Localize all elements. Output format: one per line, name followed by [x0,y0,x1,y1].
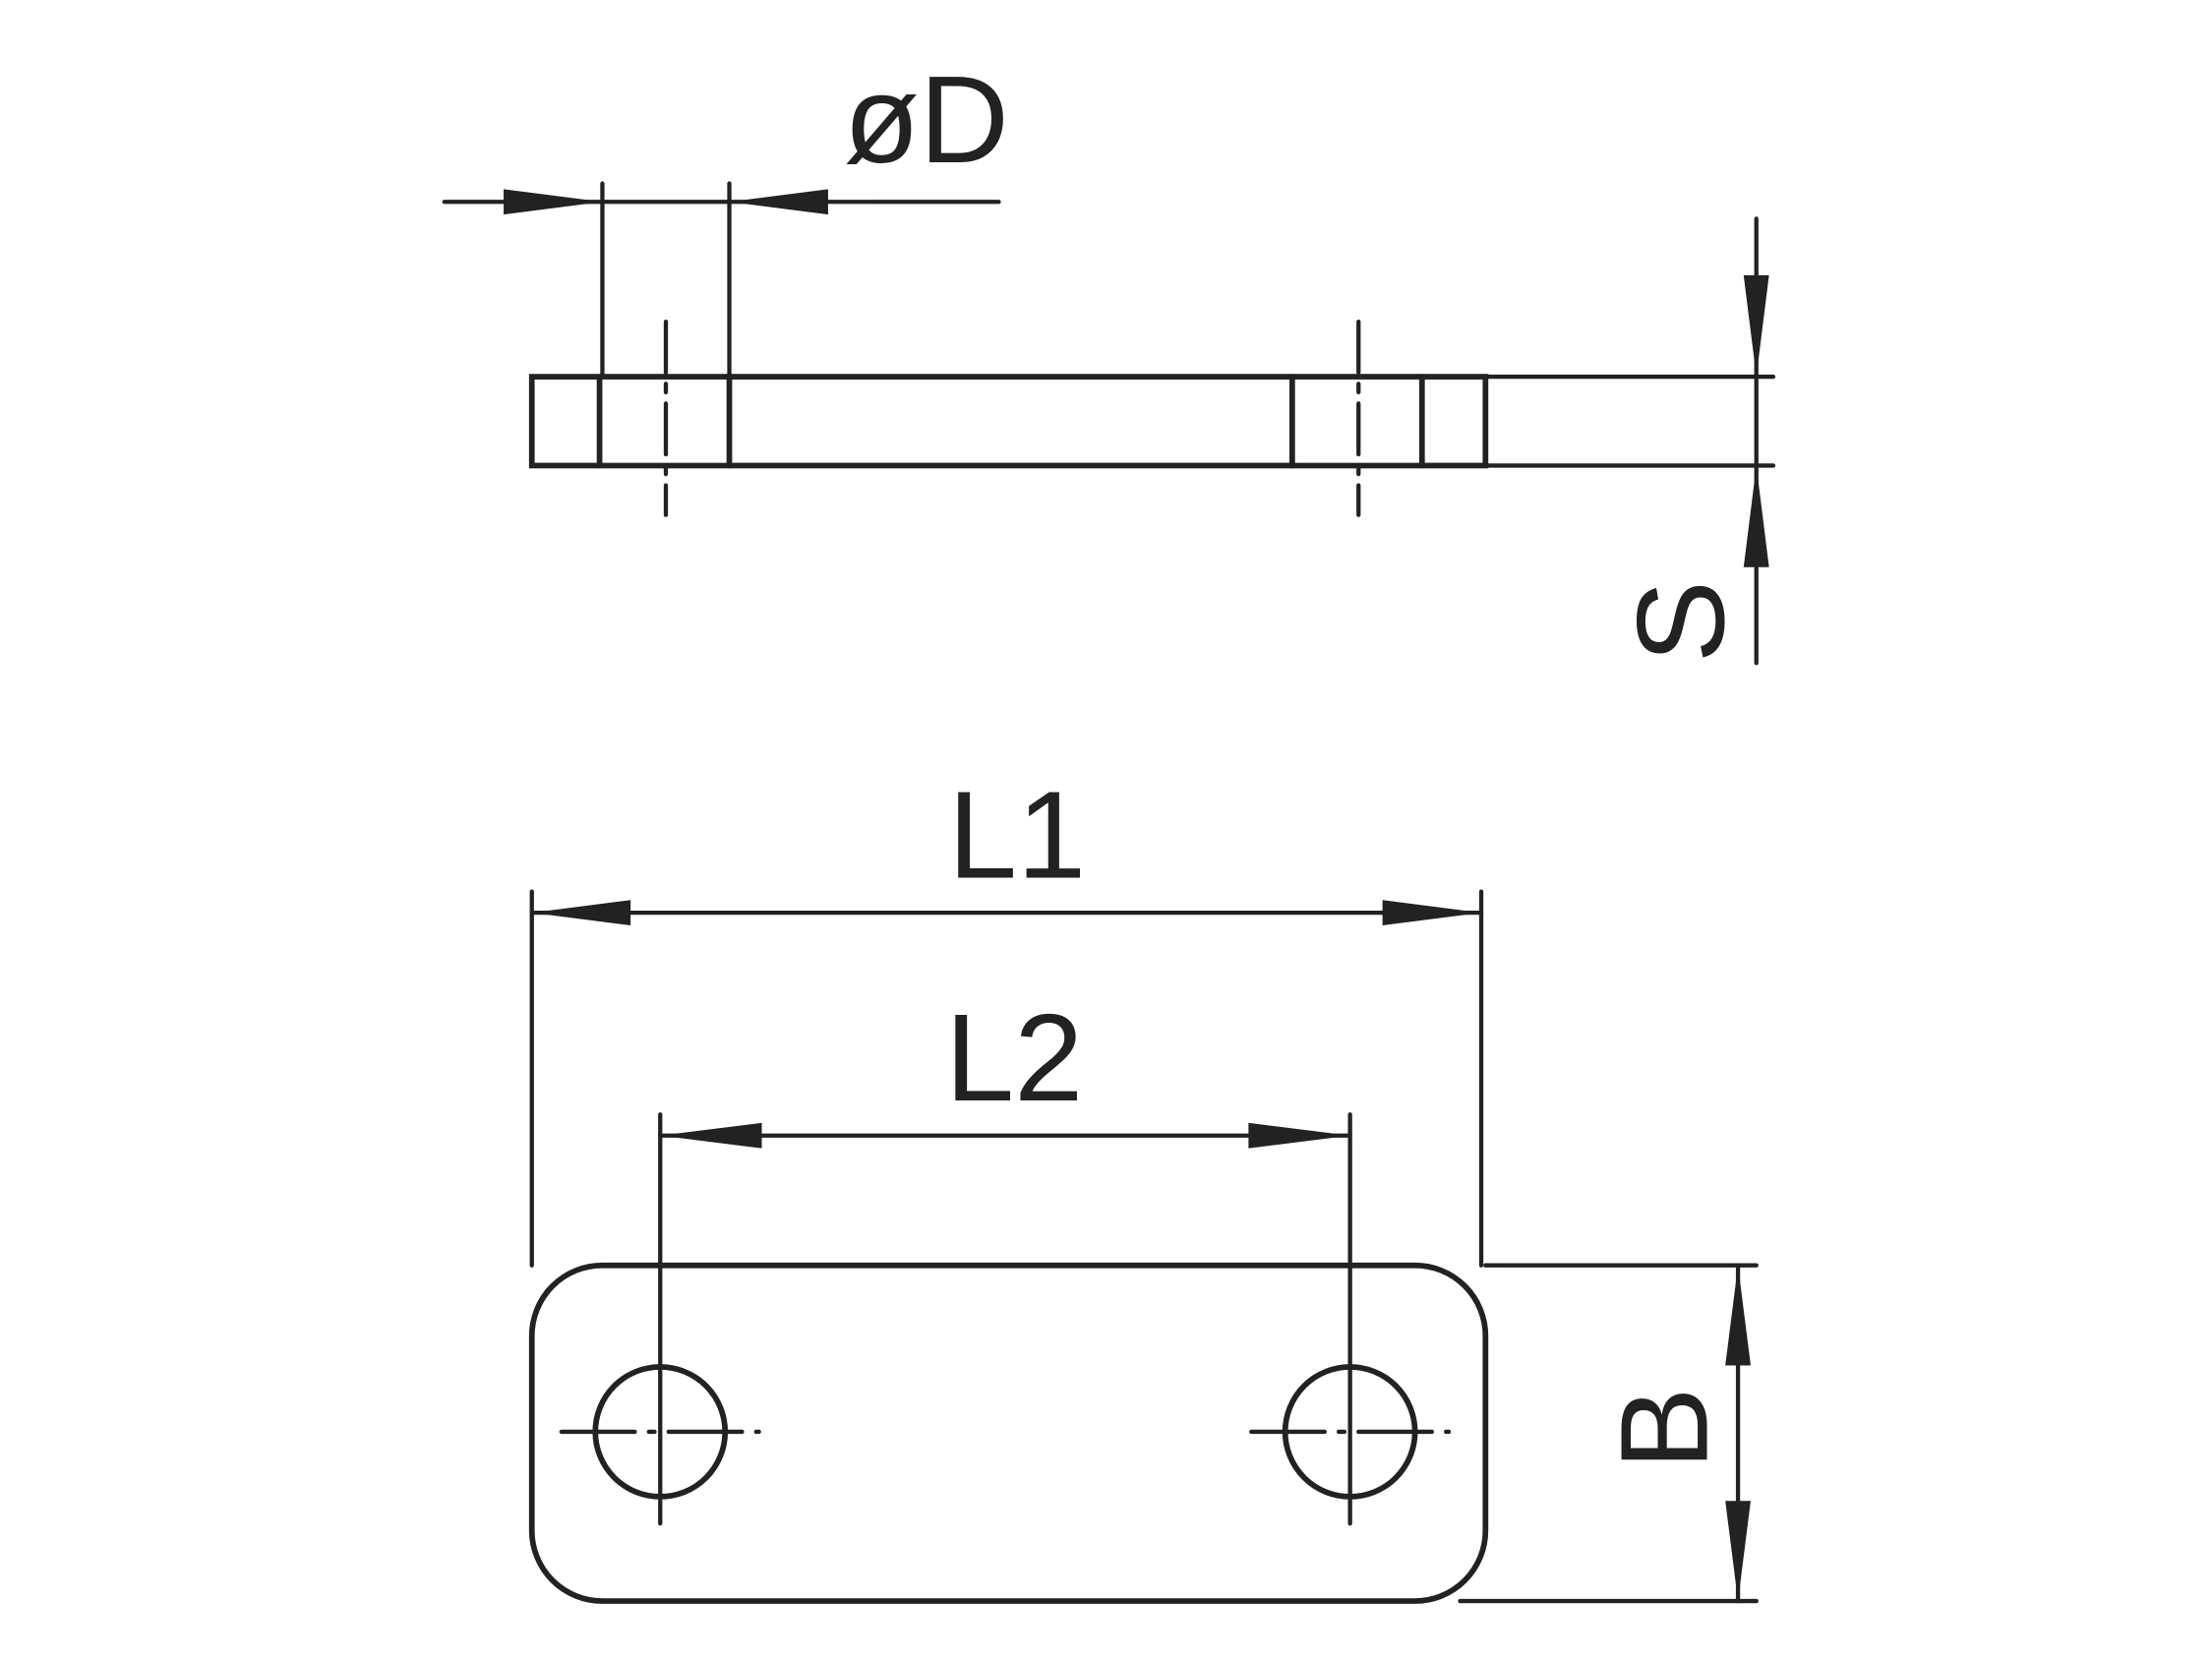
side-plate-body [528,374,1489,469]
diameter-dimension: øD [442,50,1009,380]
hole-spacing-label: L2 [945,988,1083,1127]
length-dimension: L1 [529,765,1484,1268]
width-dimension: B [1458,1263,1759,1604]
length-label: L1 [948,765,1086,904]
arrow-icon [729,189,828,215]
arrow-icon [1743,465,1769,567]
arrow-icon [1725,1501,1751,1602]
diameter-label: øD [844,50,1009,189]
arrow-icon [504,189,603,215]
arrow-icon [660,1122,762,1149]
arrow-icon [531,900,631,926]
width-label: B [1595,1387,1734,1469]
arrow-icon [1725,1265,1751,1366]
arrow-icon [1743,274,1769,378]
thickness-label: S [1612,580,1751,663]
side-view: øD S [442,50,1776,666]
top-plate-body [528,1262,1489,1604]
arrow-icon [1382,900,1482,926]
top-view: L2 L1 B [528,765,1759,1604]
hole-left [559,1112,761,1526]
hole-spacing-dimension: L2 [658,988,1352,1149]
thickness-dimension: S [1483,216,1776,666]
arrow-icon [1248,1122,1350,1149]
hole-right [1249,1112,1452,1526]
